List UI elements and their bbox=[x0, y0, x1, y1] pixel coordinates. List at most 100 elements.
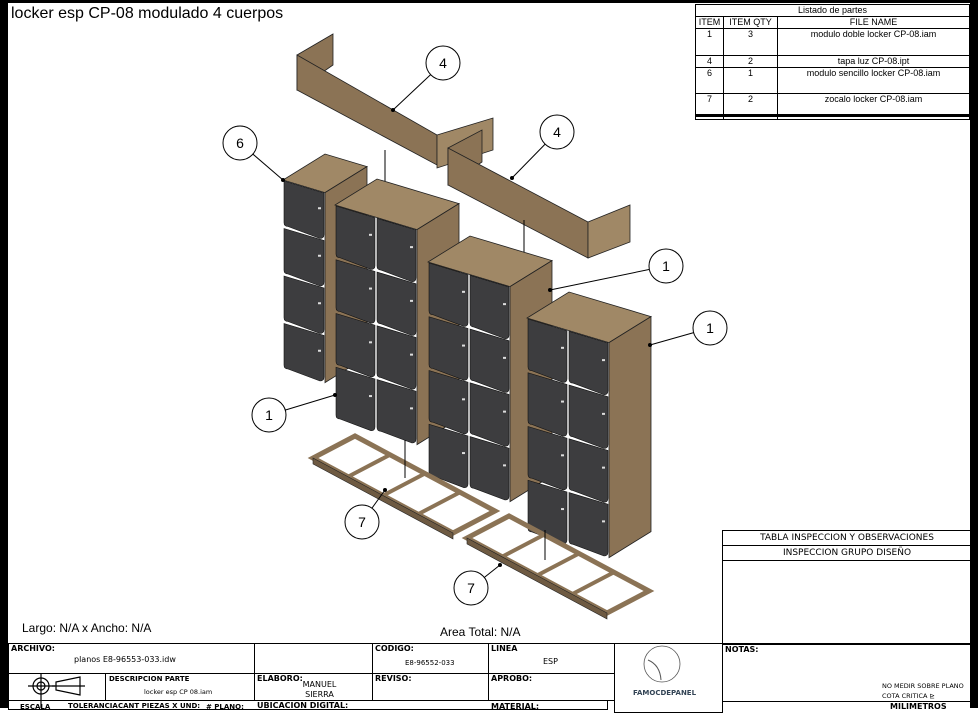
codigo-label: CODIGO: bbox=[375, 644, 414, 653]
door-lock-icon bbox=[318, 254, 321, 257]
locker-door bbox=[335, 366, 376, 432]
parts-list-caption: Listado de partes bbox=[695, 4, 970, 17]
units-label: MILIMETROS bbox=[890, 702, 947, 711]
drawing-title: locker esp CP-08 modulado 4 cuerpos bbox=[11, 5, 284, 22]
locker-door bbox=[568, 492, 609, 557]
locker-door bbox=[527, 318, 568, 383]
callout-number: 6 bbox=[236, 135, 244, 151]
codigo-value: E8-96552-033 bbox=[405, 659, 455, 667]
door-lock-icon bbox=[561, 400, 564, 403]
leader-arrow-icon bbox=[510, 176, 514, 180]
callout-number: 1 bbox=[706, 320, 714, 336]
cell-qty: 2 bbox=[722, 55, 778, 68]
aprobo-label: APROBO: bbox=[491, 674, 533, 683]
door-lock-icon bbox=[561, 508, 564, 511]
leader-arrow-icon bbox=[391, 108, 395, 112]
header-item: ITEM bbox=[695, 16, 724, 29]
archivo-value: planos E8-96553-033.idw bbox=[74, 655, 176, 664]
double-locker-module-3-side bbox=[608, 315, 652, 559]
locker-door bbox=[335, 259, 376, 324]
cell-file: modulo sencillo locker CP-08.iam bbox=[776, 67, 971, 94]
plinth-crossbar bbox=[417, 490, 461, 517]
door-lock-icon bbox=[503, 410, 506, 413]
locker-door bbox=[428, 262, 469, 327]
locker-door bbox=[376, 379, 417, 444]
dimensions-area: Area Total: N/A bbox=[440, 625, 521, 639]
door-lock-icon bbox=[318, 207, 321, 210]
locker-door bbox=[568, 384, 609, 449]
door-lock-icon bbox=[318, 349, 321, 352]
locker-door bbox=[283, 275, 325, 334]
door-lock-icon bbox=[369, 233, 372, 236]
door-lock-icon bbox=[318, 302, 321, 305]
callout-number: 1 bbox=[662, 258, 670, 274]
material-label: MATERIAL: bbox=[491, 702, 540, 711]
leader-arrow-icon bbox=[333, 393, 337, 397]
door-lock-icon bbox=[602, 520, 605, 523]
door-lock-icon bbox=[503, 303, 506, 306]
cell-file: tapa luz CP-08.ipt bbox=[776, 55, 971, 68]
callout-number: 4 bbox=[553, 124, 561, 140]
callout-leader bbox=[549, 265, 667, 291]
plinth-crossbar bbox=[501, 532, 545, 559]
logo-text: FAMOCDEPANEL bbox=[633, 689, 697, 697]
callout-number: 7 bbox=[358, 514, 366, 530]
cant-piezas-label: CANT PIEZAS X UND: bbox=[118, 702, 201, 710]
cell-qty: 3 bbox=[722, 28, 778, 56]
descripcion-label: DESCRIPCION PARTE bbox=[109, 675, 190, 683]
door-lock-icon bbox=[602, 359, 605, 362]
locker-door bbox=[527, 426, 568, 491]
linea-label: LINEA bbox=[491, 644, 518, 653]
door-lock-icon bbox=[561, 346, 564, 349]
table-bottom-border bbox=[695, 114, 972, 117]
locker-door bbox=[469, 274, 510, 340]
plinth-crossbar bbox=[347, 452, 391, 479]
inspection-title-cell: TABLA INSPECCION Y OBSERVACIONES bbox=[722, 530, 972, 546]
cell-item: 1 bbox=[695, 28, 724, 56]
callout-balloon bbox=[648, 248, 684, 284]
cell-file: modulo doble locker CP-08.iam bbox=[776, 28, 971, 56]
light-cover-2-return bbox=[587, 204, 631, 259]
dimensions-size: Largo: N/A x Ancho: N/A bbox=[22, 621, 152, 635]
reviso-label: REVISO: bbox=[375, 674, 412, 683]
leader-arrow-icon bbox=[648, 343, 652, 347]
door-lock-icon bbox=[602, 466, 605, 469]
projection-cell bbox=[8, 673, 106, 701]
locker-door bbox=[428, 370, 469, 435]
tolerancia-label: TOLERANCIA bbox=[68, 702, 118, 710]
locker-door bbox=[283, 323, 325, 382]
notas-label: NOTAS: bbox=[725, 645, 759, 654]
frame-left bbox=[0, 0, 8, 708]
callout-balloon bbox=[222, 125, 258, 161]
leader-arrow-icon bbox=[498, 563, 502, 567]
locker-door bbox=[283, 180, 325, 239]
callout-balloon bbox=[539, 114, 575, 150]
notas-cell bbox=[722, 643, 972, 702]
elaboro-label: ELABORO: bbox=[257, 674, 303, 683]
light-cover-1 bbox=[296, 54, 438, 166]
door-lock-icon bbox=[369, 287, 372, 290]
header-file: FILE NAME bbox=[776, 16, 971, 29]
door-lock-icon bbox=[462, 398, 465, 401]
door-lock-icon bbox=[410, 246, 413, 249]
leader-arrow-icon bbox=[281, 178, 285, 182]
door-lock-icon bbox=[369, 395, 372, 398]
door-lock-icon bbox=[410, 407, 413, 410]
locker-door bbox=[376, 217, 417, 283]
frame-top bbox=[0, 0, 978, 3]
plano-label: # PLANO: bbox=[206, 703, 244, 711]
locker-door bbox=[335, 205, 376, 270]
archivo-label: ARCHIVO: bbox=[11, 644, 55, 653]
door-lock-icon bbox=[410, 353, 413, 356]
door-lock-icon bbox=[503, 464, 506, 467]
door-lock-icon bbox=[503, 356, 506, 359]
locker-door bbox=[469, 436, 510, 501]
door-lock-icon bbox=[410, 299, 413, 302]
cota-critica-note: COTA CRITICA bbox=[882, 692, 928, 700]
plinth-crossbar bbox=[536, 551, 580, 578]
escala-label: ESCALA bbox=[20, 703, 51, 711]
